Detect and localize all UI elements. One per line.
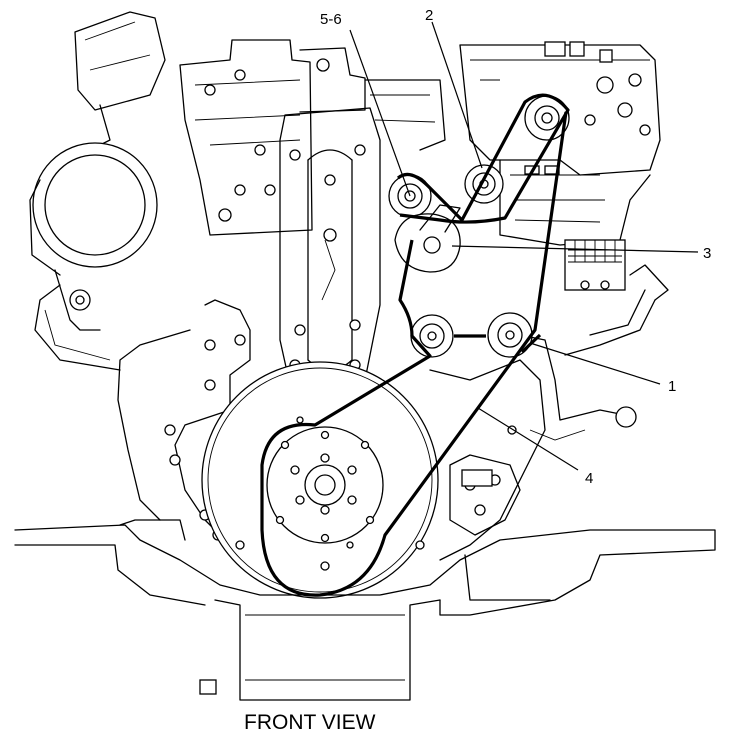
front-cover-plate xyxy=(279,107,381,386)
callout-3: 3 xyxy=(703,245,711,262)
callout-leaders xyxy=(349,21,699,471)
leader-4 xyxy=(477,407,579,471)
callout-4: 4 xyxy=(585,470,593,487)
idler-pulley-1 xyxy=(487,312,533,358)
pulley-2 xyxy=(464,164,504,204)
engine-mount-and-oil-pan xyxy=(14,519,716,701)
engine-upper-structure xyxy=(179,39,446,236)
leader-2 xyxy=(431,21,483,169)
callout-5-6: 5-6 xyxy=(320,11,342,28)
turbocharger xyxy=(29,11,166,371)
fuel-filter xyxy=(564,239,669,356)
callout-1: 1 xyxy=(668,378,676,395)
water-inlet-housing xyxy=(449,454,521,536)
callout-2: 2 xyxy=(425,7,433,24)
view-caption: FRONT VIEW xyxy=(244,711,376,734)
belt-4 xyxy=(260,93,570,597)
leader-1 xyxy=(529,342,661,385)
idler-pulley-center xyxy=(410,314,454,358)
leader-3 xyxy=(451,245,699,253)
crankshaft-damper xyxy=(201,361,439,599)
leader-5-6 xyxy=(349,29,411,197)
